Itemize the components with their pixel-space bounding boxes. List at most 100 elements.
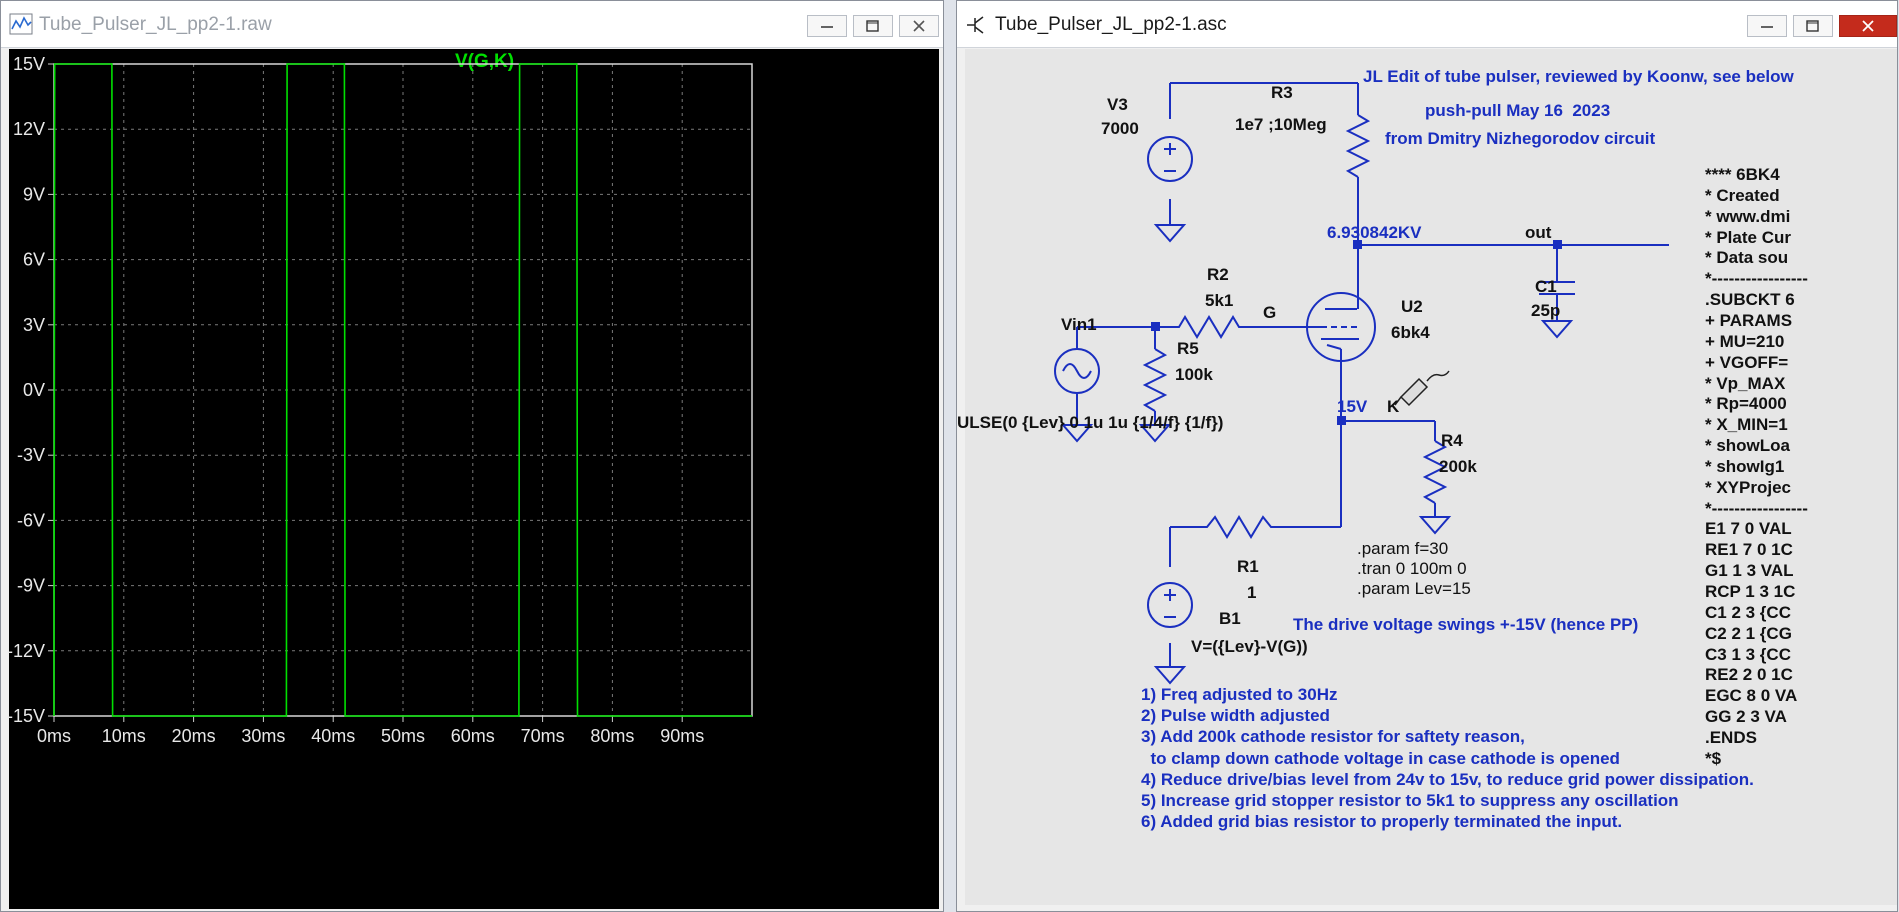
directive-param-f[interactable]: .param f=30: [1357, 539, 1449, 558]
node-voltage-label[interactable]: 6.930842KV: [1327, 223, 1422, 242]
spice-model-line[interactable]: RE2 2 0 1C: [1705, 665, 1793, 685]
schematic-window-title: Tube_Pulser_JL_pp2-1.asc: [995, 14, 1227, 35]
spice-model-line[interactable]: * X_MIN=1: [1705, 415, 1788, 435]
spice-model-line[interactable]: C2 2 1 {CG: [1705, 623, 1792, 643]
x-tick-label: 50ms: [381, 726, 425, 746]
r2-value[interactable]: 5k1: [1205, 291, 1234, 310]
waveform-window-title: Tube_Pulser_JL_pp2-1.raw: [39, 14, 272, 35]
c1-value[interactable]: 25p: [1531, 301, 1561, 320]
r1-name[interactable]: R1: [1237, 557, 1259, 576]
k-net-label[interactable]: K: [1387, 397, 1400, 416]
schematic-minimize-button[interactable]: [1747, 15, 1787, 37]
y-tick-label: 15V: [13, 54, 45, 74]
spice-model-line[interactable]: * Rp=4000: [1705, 394, 1787, 414]
x-tick-label: 80ms: [590, 726, 634, 746]
header-note-3[interactable]: from Dmitry Nizhegorodov circuit: [1385, 129, 1656, 148]
b1-expression[interactable]: V=({Lev}-V(G)): [1191, 637, 1308, 656]
spice-model-line[interactable]: * showIg1: [1705, 456, 1785, 476]
change-note-line[interactable]: 5) Increase grid stopper resistor to 5k1…: [1141, 791, 1679, 810]
r5-value[interactable]: 100k: [1175, 365, 1213, 384]
change-note-line[interactable]: 2) Pulse width adjusted: [1141, 706, 1330, 726]
schematic-close-button[interactable]: [1839, 15, 1897, 37]
change-note-line[interactable]: 1) Freq adjusted to 30Hz: [1141, 685, 1338, 704]
spice-model-line[interactable]: E1 7 0 VAL: [1705, 519, 1792, 539]
vin1-pulse-spec[interactable]: ULSE(0 {Lev} 0 1u 1u {1/4/f} {1/f}): [957, 413, 1224, 432]
spice-model-line[interactable]: *-----------------: [1705, 269, 1808, 289]
y-tick-label: 6V: [23, 250, 45, 270]
change-note-line[interactable]: 6) Added grid bias resistor to properly …: [1141, 812, 1623, 832]
b1-name[interactable]: B1: [1219, 609, 1241, 628]
g-net-label[interactable]: G: [1263, 303, 1277, 322]
spice-model-line[interactable]: * Data sou: [1705, 248, 1789, 268]
header-note-2[interactable]: push-pull May 16 2023: [1425, 101, 1611, 120]
change-note-line[interactable]: 4) Reduce drive/bias level from 24v to 1…: [1141, 769, 1754, 789]
trace-label[interactable]: V(G,K): [455, 51, 515, 72]
y-tick-label: -3V: [17, 445, 45, 465]
spice-model-line[interactable]: RE1 7 0 1C: [1705, 540, 1793, 560]
spice-model-line[interactable]: C3 1 3 {CC: [1705, 644, 1791, 664]
r2-name[interactable]: R2: [1207, 265, 1229, 284]
spice-model-line[interactable]: .ENDS: [1705, 727, 1757, 747]
probe-icon[interactable]: [1394, 370, 1450, 407]
spice-model-line[interactable]: *$: [1705, 748, 1722, 768]
y-tick-label: 9V: [23, 184, 45, 204]
out-net-label[interactable]: out: [1525, 223, 1552, 242]
r5-name[interactable]: R5: [1177, 339, 1199, 358]
y-tick-label: -9V: [17, 576, 45, 596]
spice-model-line[interactable]: EGC 8 0 VA: [1705, 686, 1798, 706]
change-note-line[interactable]: 3) Add 200k cathode resistor for saftety…: [1141, 727, 1525, 747]
r4-name[interactable]: R4: [1441, 431, 1463, 450]
cathode-voltage-label[interactable]: 15V: [1337, 397, 1368, 416]
spice-model-line[interactable]: *-----------------: [1705, 498, 1808, 518]
spice-model-line[interactable]: + PARAMS: [1705, 310, 1793, 330]
close-icon: [1862, 20, 1874, 32]
spice-model-line[interactable]: GG 2 3 VA: [1705, 707, 1787, 727]
vin1-name[interactable]: Vin1: [1061, 315, 1097, 334]
v3-value[interactable]: 7000: [1101, 119, 1139, 138]
x-tick-label: 60ms: [451, 726, 495, 746]
y-tick-label: -12V: [7, 641, 45, 661]
spice-model-line[interactable]: * www.dmi: [1705, 206, 1791, 226]
drive-voltage-note[interactable]: The drive voltage swings +-15V (hence PP…: [1293, 615, 1639, 634]
directive-tran[interactable]: .tran 0 100m 0: [1357, 559, 1467, 578]
r1-value[interactable]: 1: [1247, 583, 1257, 602]
spice-model-line[interactable]: G1 1 3 VAL: [1705, 561, 1794, 581]
x-tick-label: 70ms: [521, 726, 565, 746]
spice-model-line[interactable]: * Created: [1705, 185, 1785, 205]
schematic-canvas[interactable]: JL Edit of tube pulser, reviewed by Koon…: [957, 49, 1897, 905]
spice-model-line[interactable]: RCP 1 3 1C: [1705, 582, 1796, 601]
y-tick-label: -15V: [7, 706, 45, 726]
spice-model-line[interactable]: * Vp_MAX: [1705, 373, 1786, 393]
spice-model-line[interactable]: * Plate Cur: [1705, 227, 1791, 247]
spice-model-line[interactable]: + MU=210: [1705, 331, 1785, 351]
spice-model-line[interactable]: * showLoa: [1705, 436, 1791, 456]
spice-model-line[interactable]: **** 6BK4: [1705, 165, 1785, 184]
minimize-button[interactable]: [807, 15, 847, 37]
c1-name[interactable]: C1: [1535, 277, 1557, 296]
r3-value[interactable]: 1e7 ;10Meg: [1235, 115, 1327, 134]
spice-model-line[interactable]: .SUBCKT 6: [1705, 290, 1795, 310]
spice-model-line[interactable]: * XYProjec: [1705, 477, 1791, 497]
r3-name[interactable]: R3: [1271, 83, 1293, 102]
u2-value[interactable]: 6bk4: [1391, 323, 1430, 342]
change-note-line[interactable]: to clamp down cathode voltage in case ca…: [1141, 748, 1620, 768]
restore-icon: [1806, 20, 1819, 32]
close-button[interactable]: [899, 15, 939, 37]
waveform-titlebar[interactable]: Tube_Pulser_JL_pp2-1.raw: [1, 1, 943, 48]
maximize-button[interactable]: [853, 15, 893, 37]
r4-value[interactable]: 200k: [1439, 457, 1477, 476]
spice-model-line[interactable]: + VGOFF=: [1705, 352, 1789, 372]
u2-name[interactable]: U2: [1401, 297, 1423, 316]
header-note-1[interactable]: JL Edit of tube pulser, reviewed by Koon…: [1363, 67, 1794, 86]
v3-name[interactable]: V3: [1107, 95, 1128, 114]
schematic-maximize-button[interactable]: [1793, 15, 1833, 37]
minimize-icon: [1761, 26, 1773, 28]
schematic-titlebar[interactable]: Tube_Pulser_JL_pp2-1.asc: [957, 1, 1897, 48]
directive-param-lev[interactable]: .param Lev=15: [1357, 579, 1471, 598]
waveform-app-icon: [9, 13, 33, 40]
spice-model-line[interactable]: C1 2 3 {CC: [1705, 602, 1791, 622]
x-tick-label: 90ms: [660, 726, 704, 746]
